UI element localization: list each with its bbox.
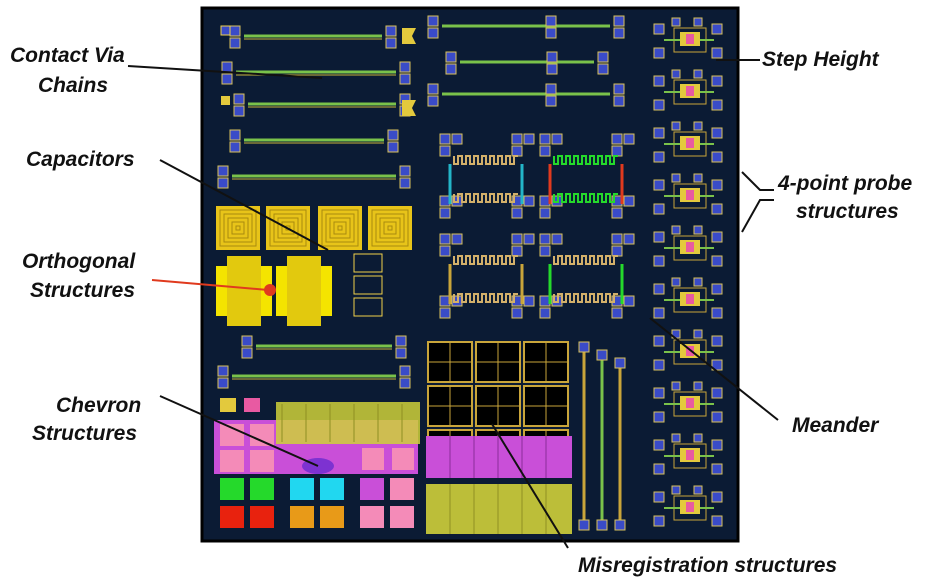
label-meander: Meander	[792, 414, 880, 437]
label-capacitors: Capacitors	[26, 148, 135, 171]
four-point-probe-structures	[653, 17, 723, 527]
label-orthogonal-line1: Orthogonal	[22, 250, 136, 273]
meander-structures	[439, 133, 635, 319]
label-misregistration: Misregistration structures	[578, 554, 837, 577]
capacitors	[216, 206, 412, 250]
label-contact-via-line2: Chains	[38, 74, 108, 97]
label-chevron-line2: Structures	[32, 422, 137, 445]
callout-lines	[127, 59, 779, 549]
label-contact-via-line1: Contact Via	[10, 44, 125, 67]
label-chevron-line1: Chevron	[56, 394, 141, 417]
contact-via-chains	[217, 15, 625, 389]
label-step-height: Step Height	[762, 48, 880, 71]
label-4-point-line2: structures	[796, 200, 899, 223]
vertical-via-chain	[578, 341, 626, 531]
orthogonal-callout	[151, 279, 269, 291]
misregistration-structures	[276, 341, 572, 534]
label-orthogonal-line2: Structures	[30, 279, 135, 302]
orthogonal-structures	[216, 253, 383, 326]
label-4-point-line1: 4-point probe	[777, 172, 912, 195]
